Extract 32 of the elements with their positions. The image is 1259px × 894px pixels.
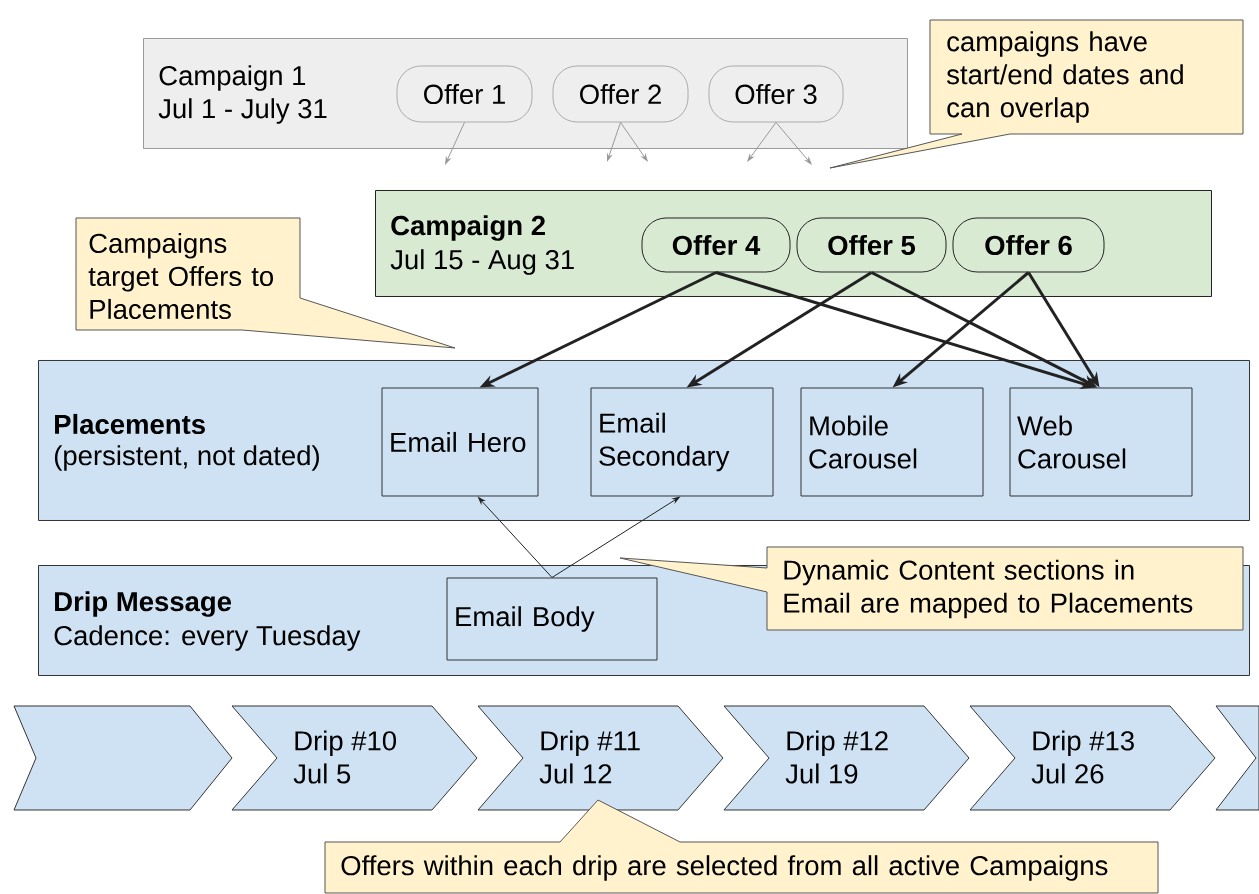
panel-subtitle: Cadence: every Tuesday	[54, 625, 361, 651]
arrow	[445, 121, 465, 165]
placement-box: Mobile Carousel	[800, 387, 984, 497]
placement-box: Web Carousel	[1009, 387, 1193, 497]
arrow	[775, 121, 812, 165]
timeline-step: Drip #11 Jul 12	[477, 705, 724, 811]
arrow	[478, 497, 553, 578]
callout: Dynamic Content sections in Email are mapped to Placements	[619, 546, 1244, 631]
timeline-step	[13, 705, 233, 811]
arrow	[747, 121, 777, 162]
panel-heading: Drip Message	[55, 591, 232, 617]
arrow	[607, 121, 621, 161]
panel-subtitle: Jul 1 - July 31	[158, 98, 327, 124]
callout: campaigns have start/end dates and can overlap	[829, 19, 1244, 169]
callout: Offers within each drip are selected from all active Campaigns	[324, 799, 1159, 894]
arrow	[620, 121, 648, 162]
offer-pill: Offer 3	[708, 65, 844, 123]
timeline-step: Drip #10 Jul 5	[231, 705, 478, 811]
timeline-step	[1215, 705, 1259, 811]
timeline-step: Drip #12 Jul 19	[723, 705, 970, 811]
offer-pill: Offer 5	[796, 217, 947, 273]
panel-heading: Campaign 1	[159, 65, 306, 91]
offer-pill: Offer 6	[952, 217, 1105, 273]
arrow	[551, 496, 680, 578]
panel-heading: Placements	[55, 413, 205, 435]
offer-pill: Offer 1	[396, 65, 533, 123]
email-box: Email Body	[446, 577, 658, 661]
offer-pill: Offer 4	[641, 217, 791, 273]
offer-pill: Offer 2	[552, 65, 689, 123]
panel-subtitle: (persistent, not dated)	[54, 445, 319, 471]
placement-box: Email Secondary	[590, 387, 774, 497]
placement-box: Email Hero	[381, 387, 539, 497]
